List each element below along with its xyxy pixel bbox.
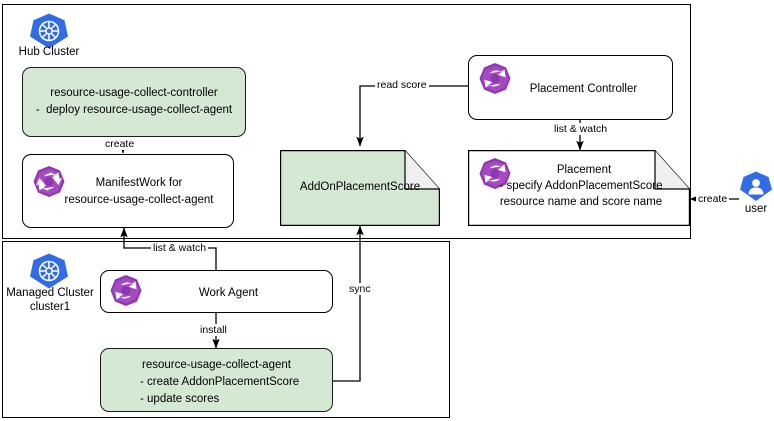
manifestwork-label-line2: resource-usage-collect-agent [64, 194, 214, 206]
controller-label-line1: resource-usage-collect-controller [50, 87, 218, 99]
work-agent-label: Work Agent [198, 287, 259, 299]
edge-sync-score [333, 225, 364, 382]
placement-label-line1: Placement [556, 164, 612, 176]
ocm-sync-icon [475, 61, 515, 101]
edge-read-score [356, 85, 468, 147]
node-manifestwork[interactable]: ManifestWork for resource-usage-collect-… [22, 154, 234, 228]
addonplacementscore-label: AddOnPlacementScore [299, 181, 421, 193]
managed-cluster-label-line1: Managed Cluster [6, 287, 94, 299]
kubernetes-icon [28, 252, 70, 290]
node-addonplacementscore[interactable]: AddOnPlacementScore [280, 150, 440, 226]
node-user[interactable]: user [739, 170, 773, 225]
ocm-sync-icon [29, 164, 69, 204]
edge-label-install: install [198, 324, 229, 336]
agent-label-line2: - create AddonPlacementScore [140, 376, 300, 388]
controller-label-line2: - deploy resource-usage-collect-agent [35, 104, 233, 116]
placement-label-line3: resource name and score name [499, 196, 663, 208]
node-placement[interactable]: Placement - specify AddonPlacementScore … [468, 150, 690, 226]
managed-cluster-container [2, 241, 450, 418]
hub-cluster-container [2, 4, 691, 239]
placement-controller-label: Placement Controller [529, 83, 638, 95]
kubernetes-icon [28, 12, 70, 50]
hub-cluster-label: Hub Cluster [18, 46, 80, 58]
node-placement-controller[interactable]: Placement Controller [468, 55, 673, 120]
edge-label-create-user: create [696, 193, 730, 205]
edge-label-read-score: read score [375, 79, 429, 91]
managed-cluster-label-line2: cluster1 [29, 301, 71, 313]
node-work-agent[interactable]: Work Agent [100, 270, 333, 313]
manifestwork-label-line1: ManifestWork for [95, 177, 183, 189]
node-resource-usage-collect-agent[interactable]: resource-usage-collect-agent - create Ad… [100, 348, 333, 412]
node-resource-usage-collect-controller[interactable]: resource-usage-collect-controller - depl… [22, 67, 246, 137]
user-label: user [744, 203, 768, 215]
agent-label-line1: resource-usage-collect-agent [142, 359, 291, 371]
edge-label-sync: sync [347, 283, 373, 295]
placement-label-line2: - specify AddonPlacementScore [499, 180, 663, 192]
ocm-sync-icon [106, 273, 146, 313]
edge-label-list-watch-manifestwork: list & watch [151, 242, 209, 254]
edge-label-list-watch-placement: list & watch [552, 123, 610, 135]
agent-label-line3: - update scores [140, 393, 220, 405]
edge-label-create: create [103, 138, 137, 150]
ocm-sync-icon [475, 156, 515, 196]
